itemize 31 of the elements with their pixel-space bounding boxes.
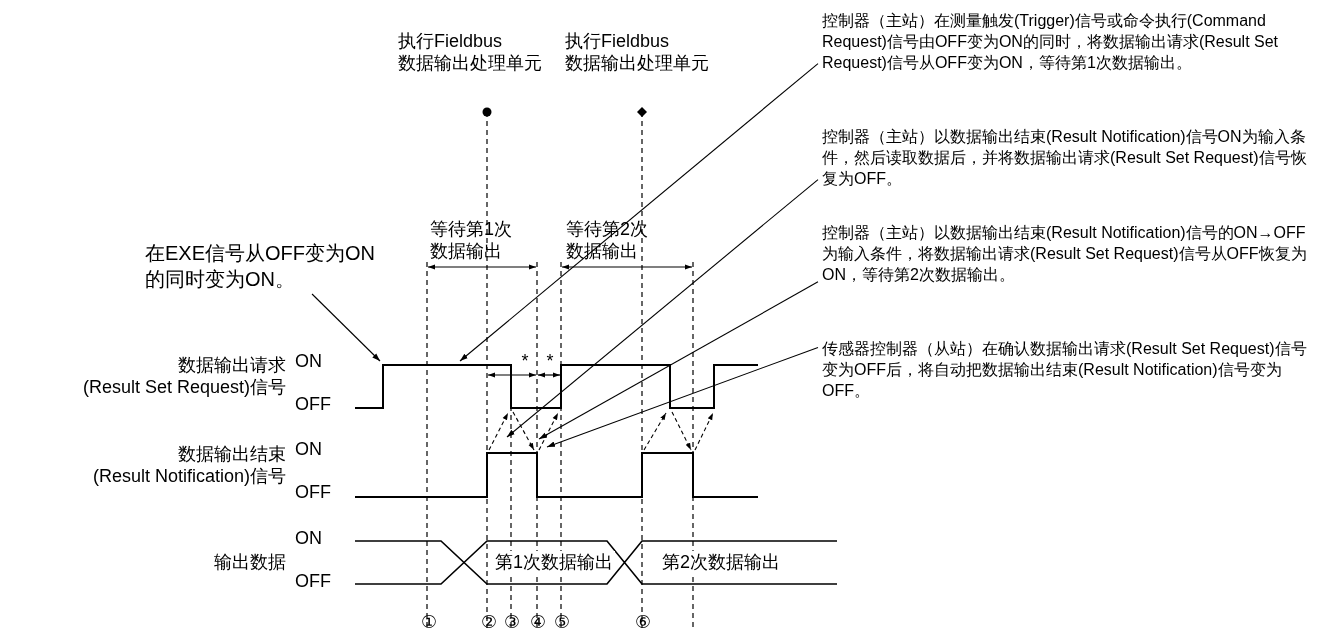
leader-line bbox=[311, 293, 381, 362]
callout-text: 在EXE信号从OFF变为ON的同时变为ON。 bbox=[145, 240, 377, 292]
leader-line bbox=[546, 346, 819, 448]
annotation-text: 执行Fieldbus数据输出处理单元 bbox=[565, 30, 710, 74]
step-number: ⑤ bbox=[552, 611, 572, 633]
state-label: OFF bbox=[295, 481, 332, 503]
state-label: ON bbox=[295, 527, 323, 549]
state-label: ON bbox=[295, 438, 323, 460]
step-number: ⑥ bbox=[633, 611, 653, 633]
callout-text: 传感器控制器（从站）在确认数据输出请求(Result Set Request)信号变为OFF后，将自动把数据输出结束(Result Notification)信号变为OFF。 bbox=[822, 338, 1312, 401]
callout-text: 控制器（主站）在测量触发(Trigger)信号或命令执行(Command Request)信号由OFF变为ON的同时，将数据输出请求(Result Set Request)信号从OFF变为ON，等待第1次数据输出。 bbox=[822, 10, 1312, 73]
annotation-text: 等待第1次数据输出 bbox=[430, 218, 513, 262]
leader-line bbox=[506, 179, 819, 438]
step-number: ① bbox=[419, 611, 439, 633]
signal-name: 数据输出结束(Result Notification)信号 bbox=[91, 443, 286, 487]
leader-line bbox=[538, 281, 819, 440]
signal-name: 输出数据 bbox=[213, 551, 286, 573]
asterisk-mark: * bbox=[520, 350, 530, 372]
step-number: ④ bbox=[528, 611, 548, 633]
state-label: ON bbox=[295, 350, 323, 372]
callout-text: 控制器（主站）以数据输出结束(Result Notification)信号ON为输入条件，然后读取数据后，并将数据输出请求(Result Set Request)信号恢复为OFF。 bbox=[822, 126, 1312, 189]
state-label: OFF bbox=[295, 570, 332, 592]
data-segment-label: 第1次数据输出 bbox=[493, 551, 615, 573]
annotation-text: 执行Fieldbus数据输出处理单元 bbox=[398, 30, 543, 74]
step-number: ② bbox=[479, 611, 499, 633]
step-number: ③ bbox=[502, 611, 522, 633]
signal-name: 数据输出请求(Result Set Request)信号 bbox=[81, 354, 286, 398]
state-label: OFF bbox=[295, 393, 332, 415]
asterisk-mark: * bbox=[545, 350, 555, 372]
callout-text: 控制器（主站）以数据输出结束(Result Notification)信号的ON→OFF为输入条件，将数据输出请求(Result Set Request)信号从OFF恢复为ON，等待第2次数据输出。 bbox=[822, 222, 1312, 285]
leader-line bbox=[459, 63, 819, 362]
